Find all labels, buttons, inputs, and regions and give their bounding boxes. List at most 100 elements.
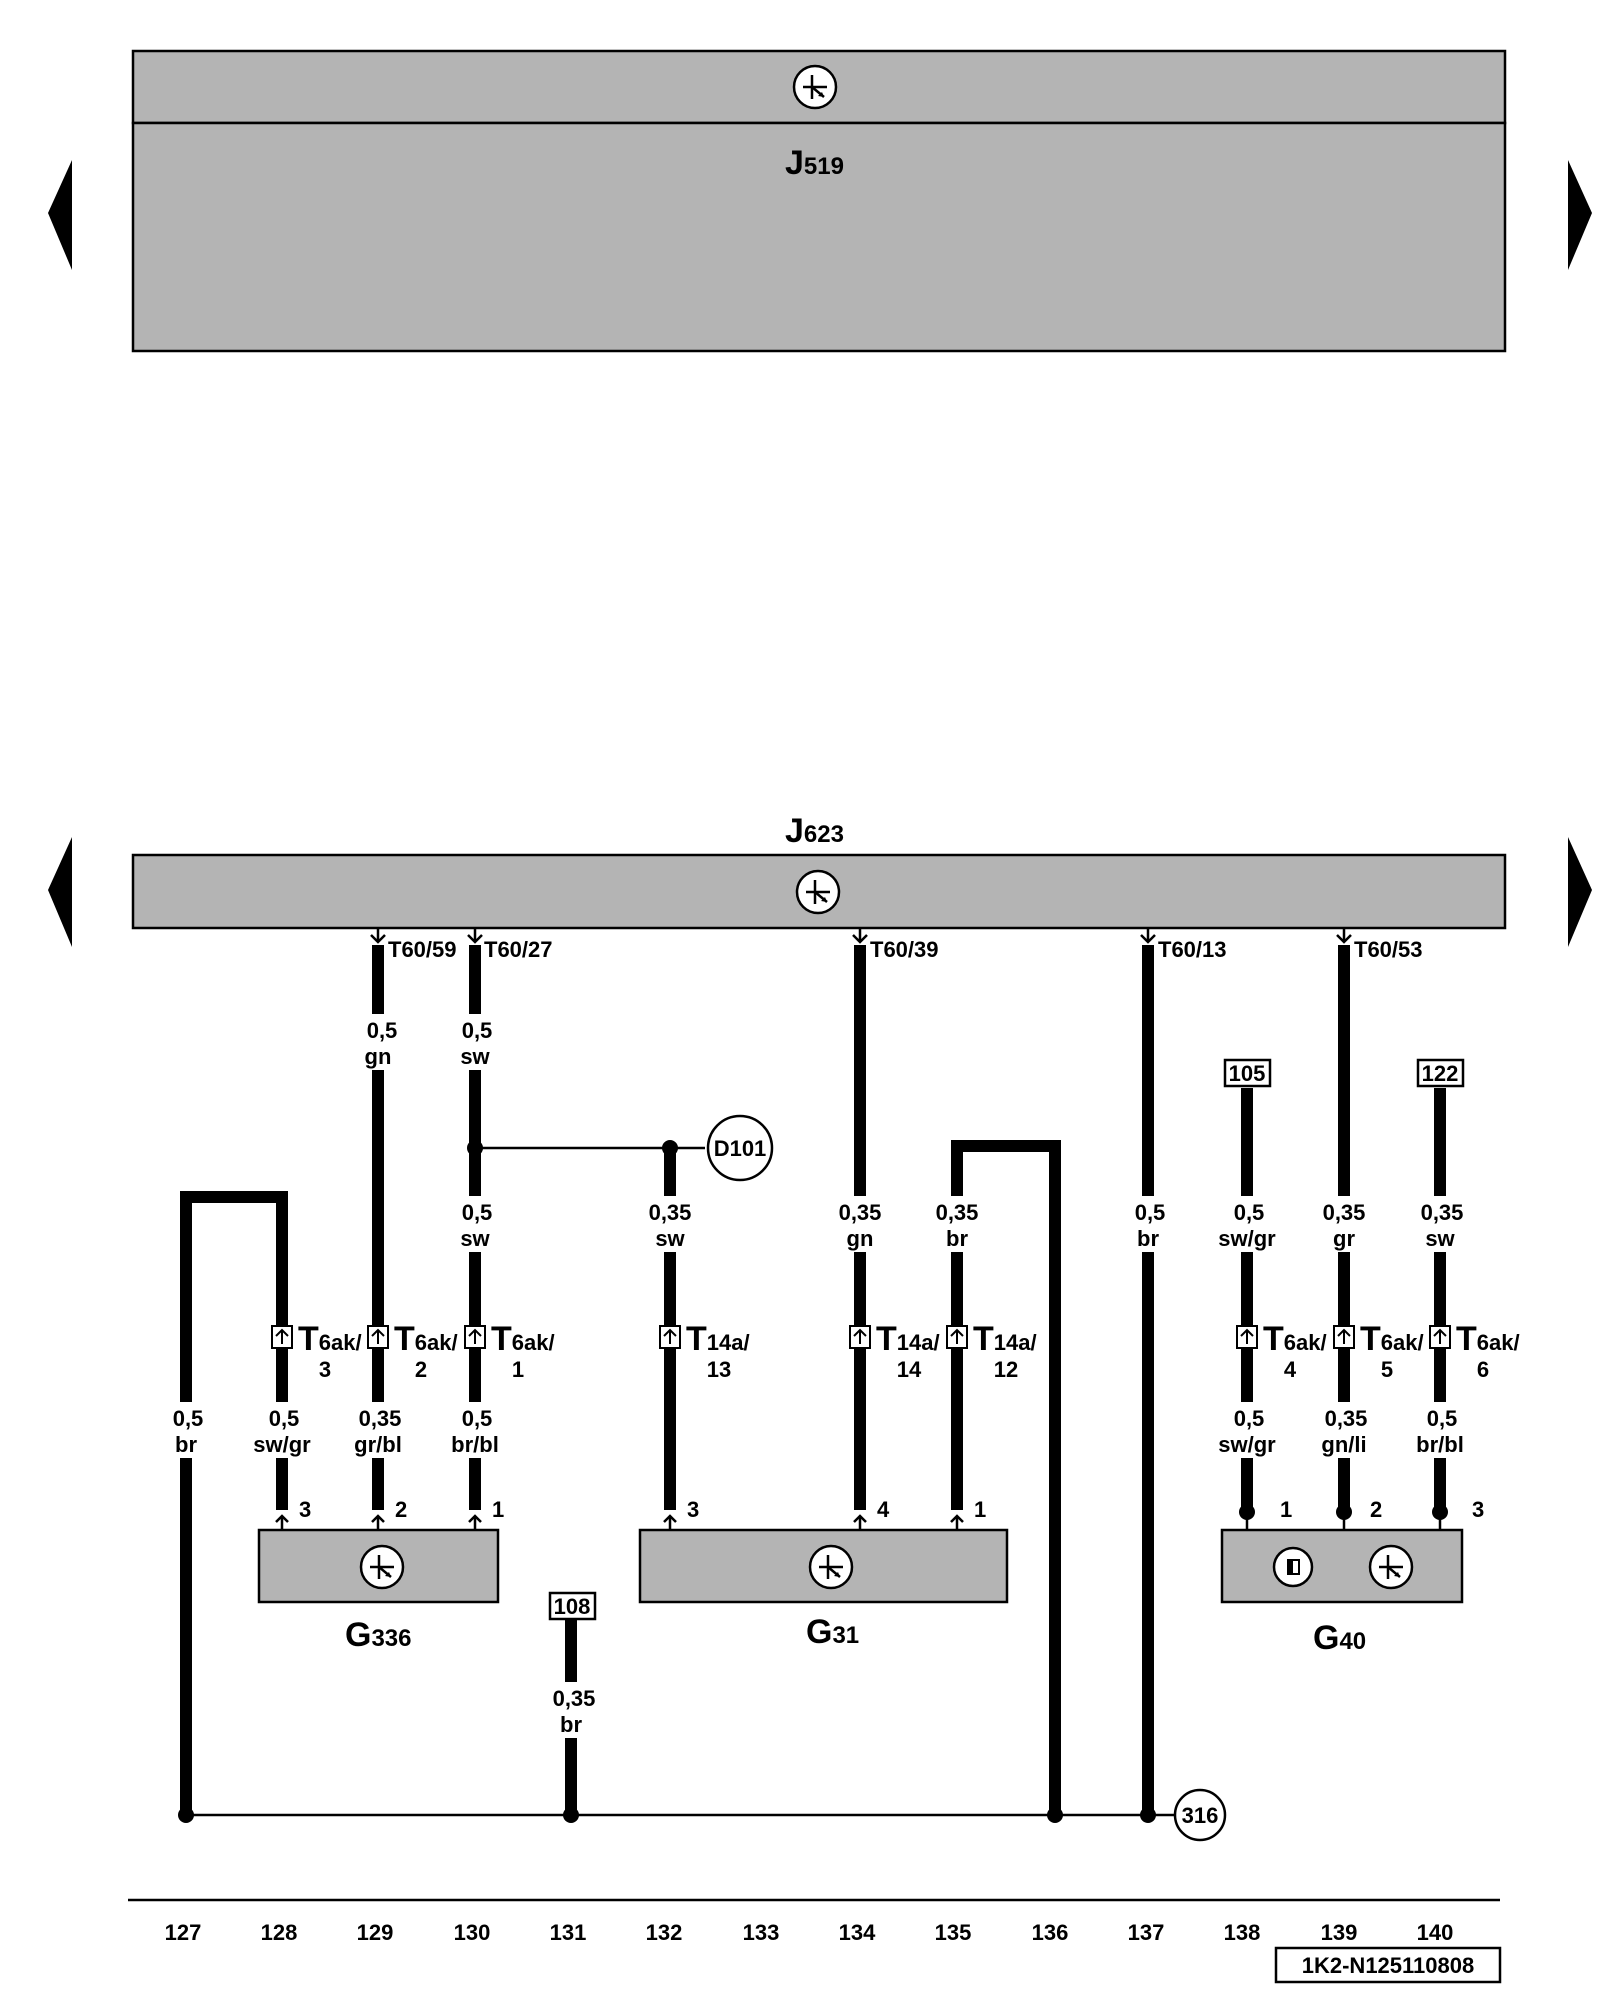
svg-text:br: br [946, 1226, 968, 1251]
svg-text:0,5: 0,5 [173, 1406, 204, 1431]
svg-text:1: 1 [512, 1357, 524, 1382]
j519-label: J519 [785, 144, 844, 182]
g40-label: G40 [1313, 1619, 1366, 1657]
svg-text:140: 140 [1417, 1920, 1454, 1945]
svg-text:1: 1 [1280, 1497, 1292, 1522]
svg-text:gr/bl: gr/bl [354, 1432, 402, 1457]
terminal-pins: 3 2 1 3 4 1 1 2 3 [275, 1497, 1484, 1530]
pin-t60-39: T60/39 [870, 937, 939, 962]
svg-text:sw/gr: sw/gr [1218, 1432, 1276, 1457]
electronic-symbol-icon [808, 1544, 854, 1590]
pin-t60-13: T60/13 [1158, 937, 1227, 962]
connector-t6ak-1: T6ak/ 1 [464, 1320, 555, 1382]
svg-text:0,35: 0,35 [1323, 1200, 1366, 1225]
svg-text:0,5: 0,5 [462, 1200, 493, 1225]
svg-text:T14a/: T14a/ [686, 1320, 750, 1358]
svg-text:5: 5 [1381, 1357, 1393, 1382]
svg-text:2: 2 [395, 1497, 407, 1522]
svg-text:D101: D101 [714, 1136, 767, 1161]
svg-text:1K2-N125110808: 1K2-N125110808 [1302, 1953, 1474, 1978]
svg-text:122: 122 [1422, 1061, 1459, 1086]
svg-text:3: 3 [319, 1357, 331, 1382]
svg-text:139: 139 [1321, 1920, 1358, 1945]
control-unit-j623: J623 [131, 812, 1507, 930]
connector-t14a-13: T14a/ 13 [659, 1320, 750, 1382]
svg-text:6: 6 [1477, 1357, 1489, 1382]
pin-t60-53: T60/53 [1354, 937, 1423, 962]
svg-text:135: 135 [935, 1920, 972, 1945]
ref-box-122: 122 [1416, 1058, 1465, 1088]
connection-d101: D101 [706, 1114, 774, 1182]
svg-text:3: 3 [687, 1497, 699, 1522]
svg-text:0,5: 0,5 [462, 1018, 493, 1043]
svg-text:138: 138 [1224, 1920, 1261, 1945]
svg-text:0,5: 0,5 [269, 1406, 300, 1431]
svg-text:0,35: 0,35 [359, 1406, 402, 1431]
svg-text:0,5: 0,5 [1135, 1200, 1166, 1225]
svg-text:gn: gn [847, 1226, 874, 1251]
track-numbers: 127 128 129 130 131 132 133 134 135 136 … [165, 1920, 1454, 1945]
connector-t6ak-2: T6ak/ 2 [367, 1320, 458, 1382]
page-prev-arrow-bottom[interactable] [48, 837, 72, 947]
svg-text:1: 1 [974, 1497, 986, 1522]
svg-text:3: 3 [1472, 1497, 1484, 1522]
svg-text:0,35: 0,35 [1325, 1406, 1368, 1431]
svg-text:0,5: 0,5 [1234, 1200, 1265, 1225]
connector-t6ak-5: T6ak/ 5 [1333, 1320, 1424, 1382]
svg-text:sw: sw [1425, 1226, 1455, 1251]
svg-text:T6ak/: T6ak/ [491, 1320, 555, 1358]
svg-text:127: 127 [165, 1920, 202, 1945]
sensor-g336: G336 [257, 1528, 500, 1654]
j623-label: J623 [785, 812, 844, 850]
page-next-arrow-bottom[interactable] [1568, 837, 1592, 947]
svg-text:0,35: 0,35 [649, 1200, 692, 1225]
svg-text:br/bl: br/bl [451, 1432, 499, 1457]
svg-text:gn/li: gn/li [1321, 1432, 1366, 1457]
svg-text:0,35: 0,35 [936, 1200, 979, 1225]
svg-text:133: 133 [743, 1920, 780, 1945]
sensor-g40: G40 [1220, 1528, 1464, 1657]
svg-text:0,5: 0,5 [462, 1406, 493, 1431]
page-prev-arrow-top[interactable] [48, 160, 72, 270]
svg-text:br/bl: br/bl [1416, 1432, 1464, 1457]
svg-text:3: 3 [299, 1497, 311, 1522]
junction-dots [178, 1140, 1156, 1823]
document-id: 1K2-N125110808 [1274, 1946, 1502, 1984]
ground-point-316: 316 [1173, 1788, 1227, 1842]
electronic-symbol-icon [1368, 1544, 1414, 1590]
svg-text:2: 2 [1370, 1497, 1382, 1522]
svg-text:T6ak/: T6ak/ [298, 1320, 362, 1358]
svg-text:0,35: 0,35 [839, 1200, 882, 1225]
ref-box-108: 108 [548, 1591, 597, 1621]
svg-text:137: 137 [1128, 1920, 1165, 1945]
ref-box-105: 105 [1223, 1058, 1272, 1088]
svg-text:108: 108 [554, 1594, 591, 1619]
svg-text:T14a/: T14a/ [876, 1320, 940, 1358]
hall-sensor-icon [1272, 1546, 1314, 1588]
svg-text:br: br [1137, 1226, 1159, 1251]
svg-text:br: br [560, 1712, 582, 1737]
sensor-g31: G31 [638, 1528, 1009, 1651]
svg-text:br: br [175, 1432, 197, 1457]
svg-text:0,5: 0,5 [367, 1018, 398, 1043]
g31-label: G31 [806, 1613, 859, 1651]
svg-text:14: 14 [897, 1357, 922, 1382]
svg-text:132: 132 [646, 1920, 683, 1945]
page-next-arrow-top[interactable] [1568, 160, 1592, 270]
svg-text:gr: gr [1333, 1226, 1355, 1251]
svg-text:sw: sw [460, 1044, 490, 1069]
inline-connectors: T6ak/ 3 T6ak/ 2 T6ak/ 1 T14a/ 13 T14 [271, 1320, 1520, 1382]
control-unit-j519: J519 [131, 49, 1507, 353]
svg-text:T14a/: T14a/ [973, 1320, 1037, 1358]
pin-t60-27: T60/27 [484, 937, 553, 962]
connector-t14a-12: T14a/ 12 [946, 1320, 1037, 1382]
svg-text:T6ak/: T6ak/ [1263, 1320, 1327, 1358]
svg-text:130: 130 [454, 1920, 491, 1945]
svg-text:gn: gn [365, 1044, 392, 1069]
svg-text:T6ak/: T6ak/ [1456, 1320, 1520, 1358]
svg-text:12: 12 [994, 1357, 1018, 1382]
svg-text:0,5: 0,5 [1427, 1406, 1458, 1431]
electronic-symbol-icon [792, 64, 838, 110]
connector-t6ak-6: T6ak/ 6 [1429, 1320, 1520, 1382]
svg-text:1: 1 [492, 1497, 504, 1522]
